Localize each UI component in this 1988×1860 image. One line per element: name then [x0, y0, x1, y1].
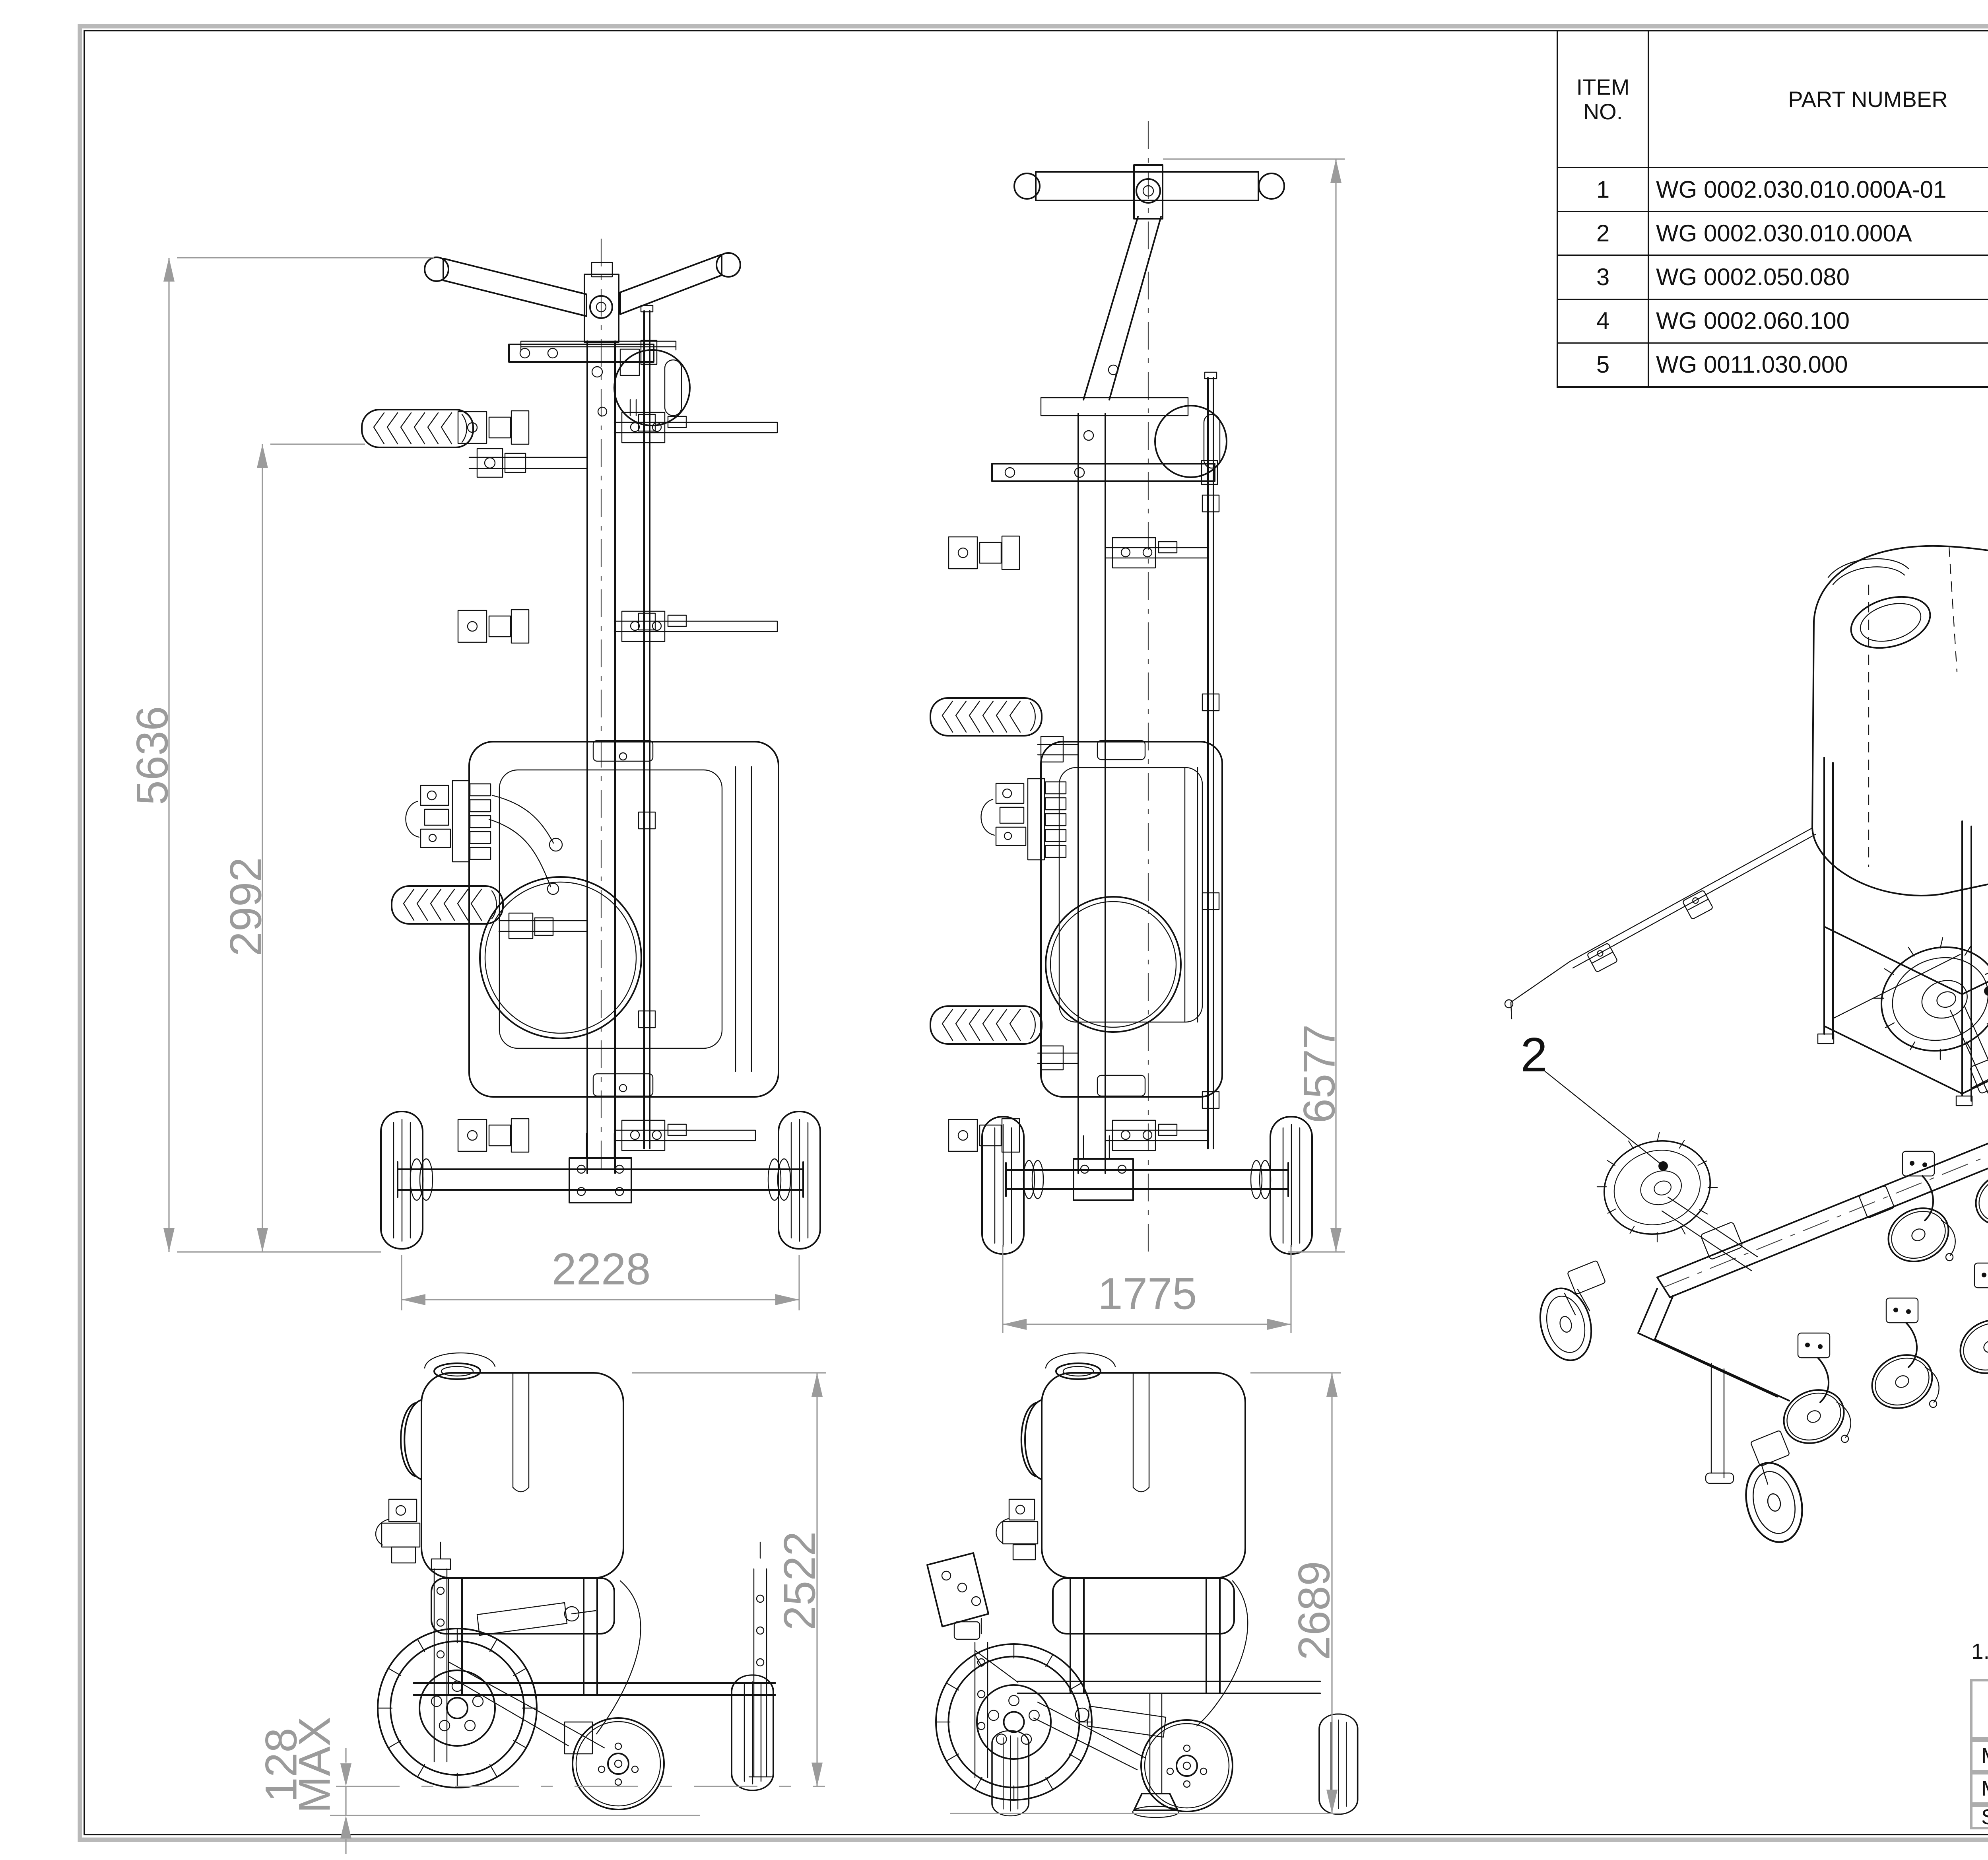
dim-1775: 1775: [1098, 1269, 1197, 1319]
company-logo: Work Gadget: [1970, 1679, 1988, 1739]
table-cell-item: 4: [1558, 298, 1648, 342]
sheet-frame: [78, 24, 1988, 1842]
dimension-top-road-inner: 2992: [221, 443, 365, 1252]
callout-label-2: 2: [1520, 1028, 1547, 1082]
view-top-road: [361, 239, 821, 1250]
dimension-top-road-track: 2228: [401, 1244, 800, 1310]
callout-2: 2: [1520, 1028, 1668, 1171]
table-cell-part: WG 0002.060.100: [1648, 298, 1988, 342]
dimension-top-field-track: 1775: [1002, 1245, 1292, 1333]
view-side-right: [926, 1352, 1359, 1818]
table-cell-item: 5: [1558, 342, 1648, 386]
material-field: Material:: [1970, 1772, 1988, 1805]
mass-field: Mass: 1750.61, g.: [1970, 1739, 1988, 1772]
standard-note: 1. Possible dimensional deviations accor…: [1971, 1639, 1988, 1664]
scale-field: Scale: 1:40: [1970, 1805, 1988, 1829]
dimension-top-road-overall: 5636: [128, 257, 434, 1253]
table-cell-part: WG 0002.030.010.000A: [1648, 211, 1988, 255]
dim-2992: 2992: [221, 857, 271, 956]
table-cell-part: WG 0002.030.010.000A-01: [1648, 167, 1988, 211]
parts-table-header-part: PART NUMBER: [1648, 31, 1988, 167]
title-block: Work Gadget WG 0011.451 Mass: 1750.61, g…: [1970, 1679, 1988, 1829]
table-cell-item: 3: [1558, 255, 1648, 298]
dim-max: MAX: [290, 1717, 340, 1813]
parts-table: ITEM NO. PART NUMBER DESCRIPTION Coulter…: [1557, 30, 1988, 388]
dimension-side-left-clearance: 128 MAX: [256, 1717, 351, 1854]
parts-table-header-item: ITEM NO.: [1576, 74, 1630, 124]
dimension-side-right-height: 2689: [1250, 1372, 1341, 1813]
dim-2522: 2522: [775, 1531, 825, 1630]
dim-6577: 6577: [1295, 1024, 1344, 1123]
view-isometric: [1504, 545, 1988, 1548]
table-cell-item: 1: [1558, 167, 1648, 211]
table-cell-part: WG 0011.030.000: [1648, 342, 1988, 386]
table-cell-part: WG 0002.050.080: [1648, 255, 1988, 299]
dimension-side-left-height: 2522: [632, 1372, 826, 1786]
table-cell-item: 2: [1558, 211, 1648, 255]
view-side-left: [330, 1352, 825, 1816]
dim-5636: 5636: [128, 706, 177, 805]
callout-1: 1: [1984, 986, 1988, 996]
dim-2689: 2689: [1289, 1561, 1339, 1660]
dimension-top-field-overall: 6577: [1163, 158, 1345, 1253]
dim-2228: 2228: [551, 1244, 650, 1294]
dim-128: 128: [256, 1728, 306, 1802]
view-top-field: [930, 121, 1313, 1255]
